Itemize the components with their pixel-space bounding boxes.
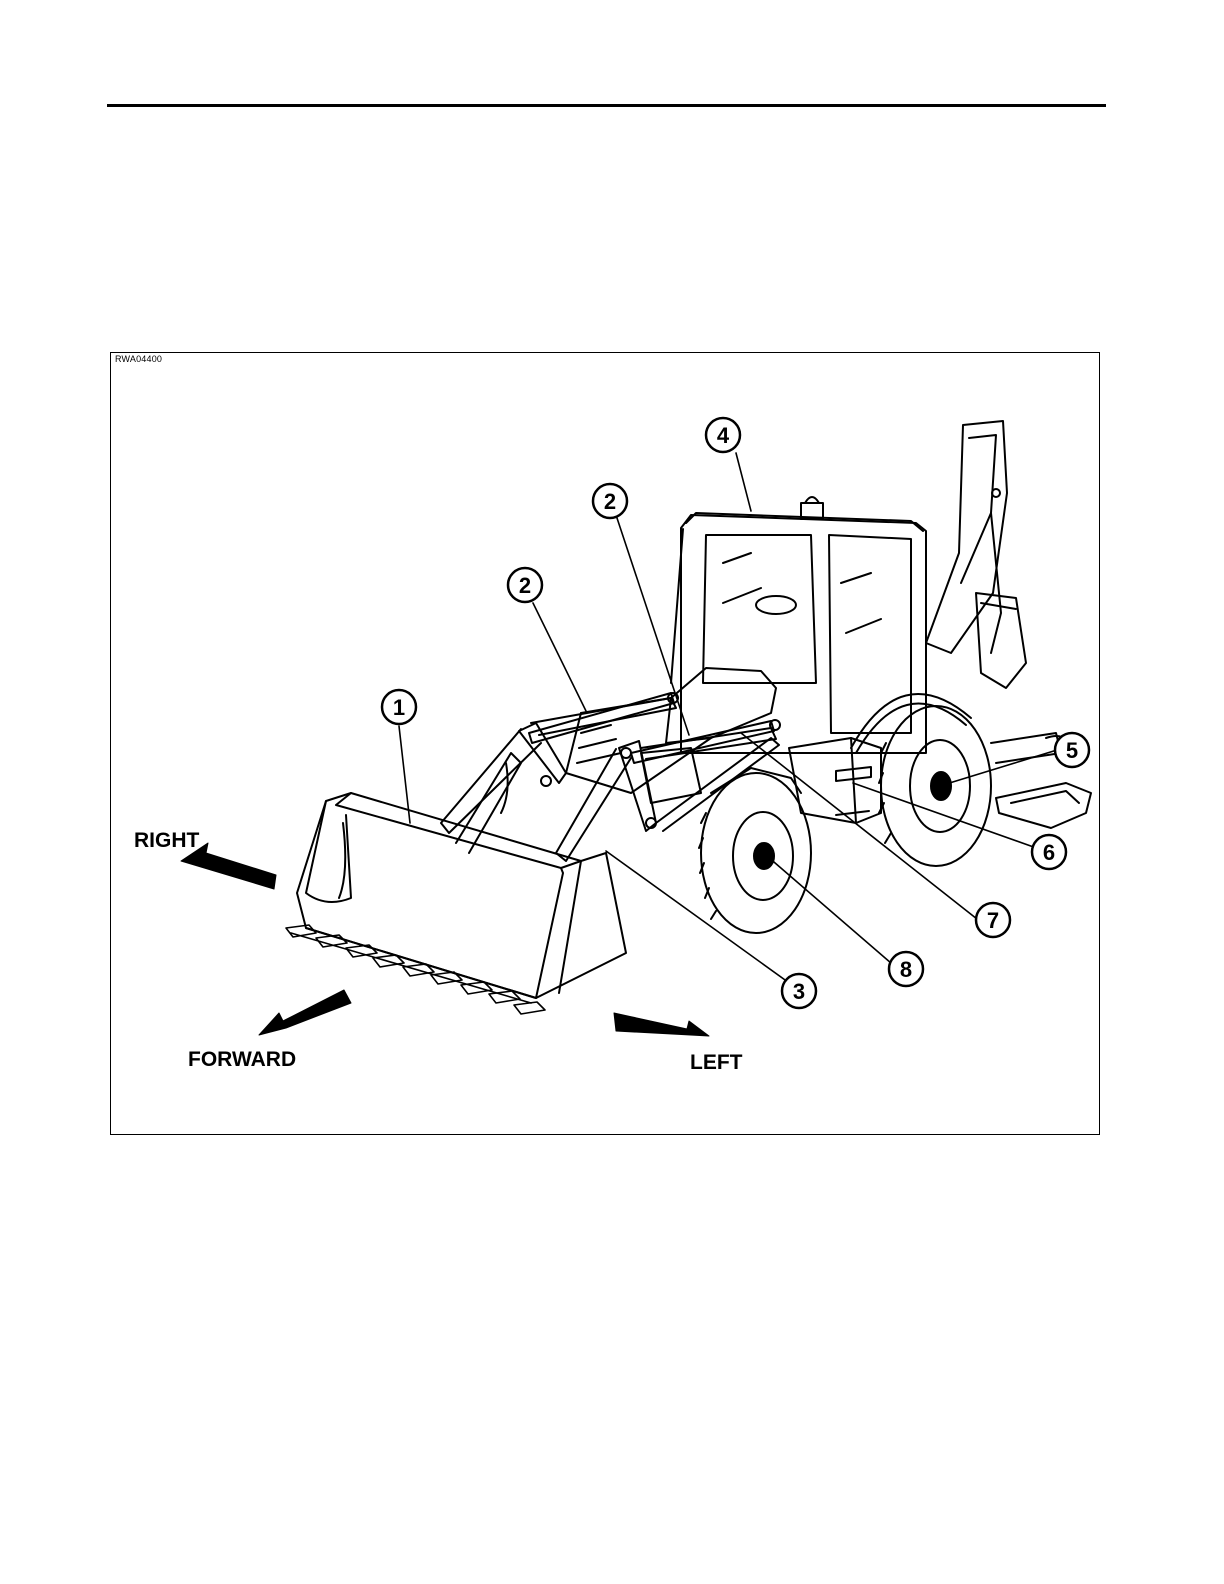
callout-bubbles xyxy=(382,418,1089,1008)
direction-arrows xyxy=(181,843,709,1036)
callout-number-2a: 2 xyxy=(519,573,531,598)
rear-wheel xyxy=(851,694,991,866)
direction-label-forward: FORWARD xyxy=(188,1048,296,1072)
arrow-left xyxy=(614,1013,709,1036)
loader-bucket xyxy=(297,793,626,998)
direction-label-left: LEFT xyxy=(690,1051,743,1075)
direction-label-right: RIGHT xyxy=(134,829,199,853)
callout-number-7: 7 xyxy=(987,908,999,933)
backhoe-boom xyxy=(926,421,1026,688)
backhoe-loader-illustration: 1 2 2 3 4 5 6 7 8 xyxy=(111,353,1101,1136)
callout-number-2b: 2 xyxy=(604,489,616,514)
callout-number-8: 8 xyxy=(900,957,912,982)
figure-frame: RWA04400 xyxy=(110,352,1100,1135)
callout-number-6: 6 xyxy=(1043,840,1055,865)
callout-number-5: 5 xyxy=(1066,738,1078,763)
callout-number-3: 3 xyxy=(793,979,805,1004)
callout-number-4: 4 xyxy=(717,423,730,448)
callout-number-1: 1 xyxy=(393,695,405,720)
arrow-forward xyxy=(259,990,351,1035)
top-rule xyxy=(107,104,1106,107)
loader-arm-left xyxy=(556,728,779,861)
callout-leaders xyxy=(399,453,1057,990)
